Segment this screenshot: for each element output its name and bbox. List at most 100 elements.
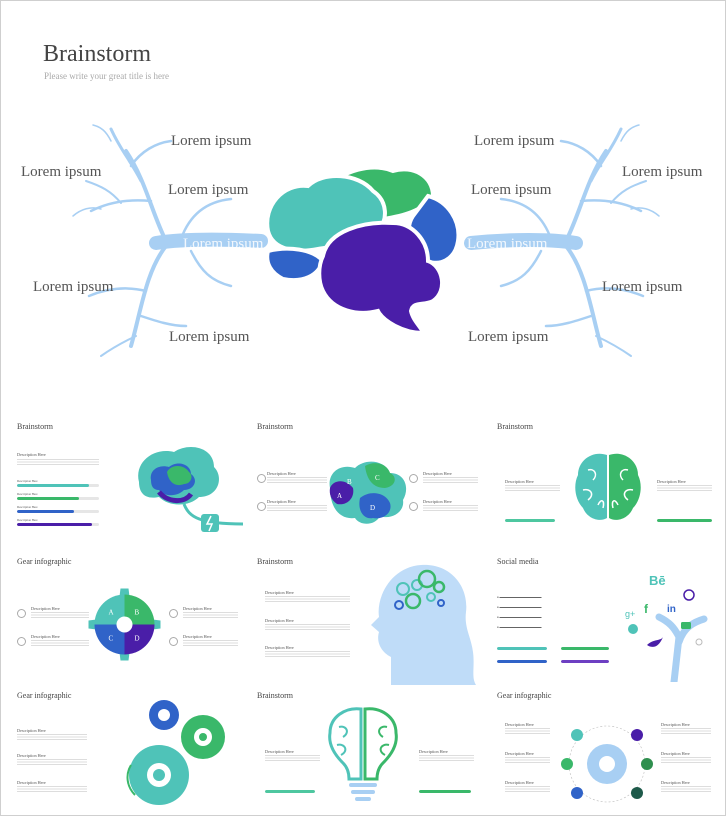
desc-title: Description Here	[265, 590, 294, 595]
desc-text	[419, 755, 474, 761]
desc-text	[505, 786, 550, 792]
desc-title: Description Here	[265, 645, 294, 650]
letter-badge	[257, 502, 266, 511]
thumb-title: Brainstorm	[497, 422, 533, 431]
instagram-icon	[683, 589, 695, 601]
thumb-9[interactable]: Gear infographic Description Here Descri…	[497, 691, 723, 815]
google-plus-icon: g+	[625, 609, 635, 619]
desc-title: Description Here	[267, 499, 296, 504]
label-right-3: Lorem ipsum	[471, 182, 552, 198]
desc-text-row: ● ▬▬▬▬▬▬▬▬▬▬▬▬▬▬	[497, 625, 542, 629]
desc-text	[661, 757, 711, 763]
bar-label: Description Here	[17, 518, 38, 522]
desc-text	[661, 728, 711, 734]
progress-bar	[561, 647, 609, 650]
desc-title: Description Here	[505, 722, 534, 727]
desc-title: Description Here	[661, 751, 690, 756]
progress-bar	[17, 484, 99, 487]
brain-icon	[265, 165, 461, 336]
desc-title: Description Here	[423, 471, 452, 476]
desc-title: Description Here	[423, 499, 452, 504]
letter-a: A	[337, 492, 342, 500]
desc-title: Description Here	[505, 751, 534, 756]
desc-text	[423, 477, 478, 483]
label-left-center: Lorem ipsum	[183, 236, 264, 252]
progress-bar	[265, 790, 315, 793]
thumb-title: Social media	[497, 557, 539, 566]
gears-icon	[126, 700, 225, 805]
desc-text	[17, 459, 99, 465]
bar-label: Description Here	[17, 492, 38, 496]
label-right-1: Lorem ipsum	[474, 133, 555, 149]
progress-bar	[497, 647, 547, 650]
gear-cycle-icon	[561, 725, 653, 803]
desc-title: Description Here	[505, 479, 534, 484]
bar-label: Description Here	[17, 505, 38, 509]
bar-label: Description Here	[17, 479, 38, 483]
desc-text-row: ● ▬▬▬▬▬▬▬▬▬▬▬▬▬▬	[497, 605, 542, 609]
label-left-5: Lorem ipsum	[169, 329, 250, 345]
desc-text	[265, 596, 350, 602]
progress-bar	[17, 523, 99, 526]
letter-d: D	[370, 504, 375, 512]
facebook-icon: f	[644, 602, 649, 616]
brain-plug-icon	[138, 447, 243, 532]
pinterest-icon	[628, 624, 638, 634]
label-left-4: Lorem ipsum	[33, 279, 114, 295]
desc-title: Description Here	[17, 452, 46, 457]
progress-bar	[657, 519, 712, 522]
left-tree-icon	[72, 124, 268, 357]
thumb-1[interactable]: Brainstorm Description Here Description …	[17, 422, 243, 550]
progress-bar	[419, 790, 471, 793]
social-tree-icon: Bē g+ f in	[625, 573, 708, 682]
thumb-title: Brainstorm	[257, 691, 293, 700]
label-right-center: Lorem ipsum	[467, 236, 548, 252]
page-title: Brainstorm	[43, 41, 151, 67]
progress-bar	[17, 497, 99, 500]
thumb-4[interactable]: Gear infographic Description Here Descri…	[17, 557, 243, 685]
linkedin-icon: in	[667, 604, 676, 615]
label-left-1: Lorem ipsum	[171, 133, 252, 149]
label-left-3: Lorem ipsum	[168, 182, 249, 198]
desc-title: Description Here	[31, 634, 60, 639]
desc-text	[265, 755, 320, 761]
letter-badge	[257, 474, 266, 483]
label-right-4: Lorem ipsum	[602, 279, 683, 295]
thumb-5[interactable]: Brainstorm Description Here Description …	[257, 557, 483, 685]
lightbulb-brain-icon	[328, 707, 398, 801]
desc-title: Description Here	[265, 749, 294, 754]
desc-text	[505, 728, 550, 734]
desc-text	[31, 640, 89, 646]
desc-text	[423, 505, 478, 511]
thumb-2[interactable]: Brainstorm Description Here Description …	[257, 422, 483, 550]
thumb-title: Brainstorm	[257, 422, 293, 431]
progress-bar	[561, 660, 609, 663]
brain-halves-icon	[575, 453, 641, 520]
desc-text	[17, 759, 87, 765]
desc-text-row: ● ▬▬▬▬▬▬▬▬▬▬▬▬▬▬	[497, 615, 542, 619]
letter-badge	[169, 637, 178, 646]
right-tree-icon	[464, 124, 660, 357]
thumb-title: Gear infographic	[17, 691, 72, 700]
letter-badge	[409, 474, 418, 483]
desc-text	[17, 786, 87, 792]
brain-abcd-icon: A B C D	[329, 461, 407, 524]
thumb-3[interactable]: Brainstorm Description Here Description …	[497, 422, 723, 550]
desc-text	[183, 612, 238, 618]
head-gears-icon	[371, 564, 476, 685]
thumb-8[interactable]: Brainstorm Description Here Description …	[257, 691, 483, 815]
thumb-7[interactable]: Gear infographic Description Here Descri…	[17, 691, 243, 815]
desc-title: Description Here	[183, 606, 212, 611]
letter-b: B	[347, 478, 352, 486]
desc-title: Description Here	[17, 753, 46, 758]
desc-title: Description Here	[661, 780, 690, 785]
letter-badge	[169, 609, 178, 618]
desc-text	[183, 640, 238, 646]
desc-title: Description Here	[31, 606, 60, 611]
behance-icon: Bē	[649, 573, 666, 588]
thumb-6[interactable]: Social media ● ▬▬▬▬▬▬▬▬▬▬▬▬▬▬ ● ▬▬▬▬▬▬▬▬…	[497, 557, 723, 685]
desc-text	[267, 505, 327, 511]
letter-badge	[409, 502, 418, 511]
desc-title: Description Here	[661, 722, 690, 727]
